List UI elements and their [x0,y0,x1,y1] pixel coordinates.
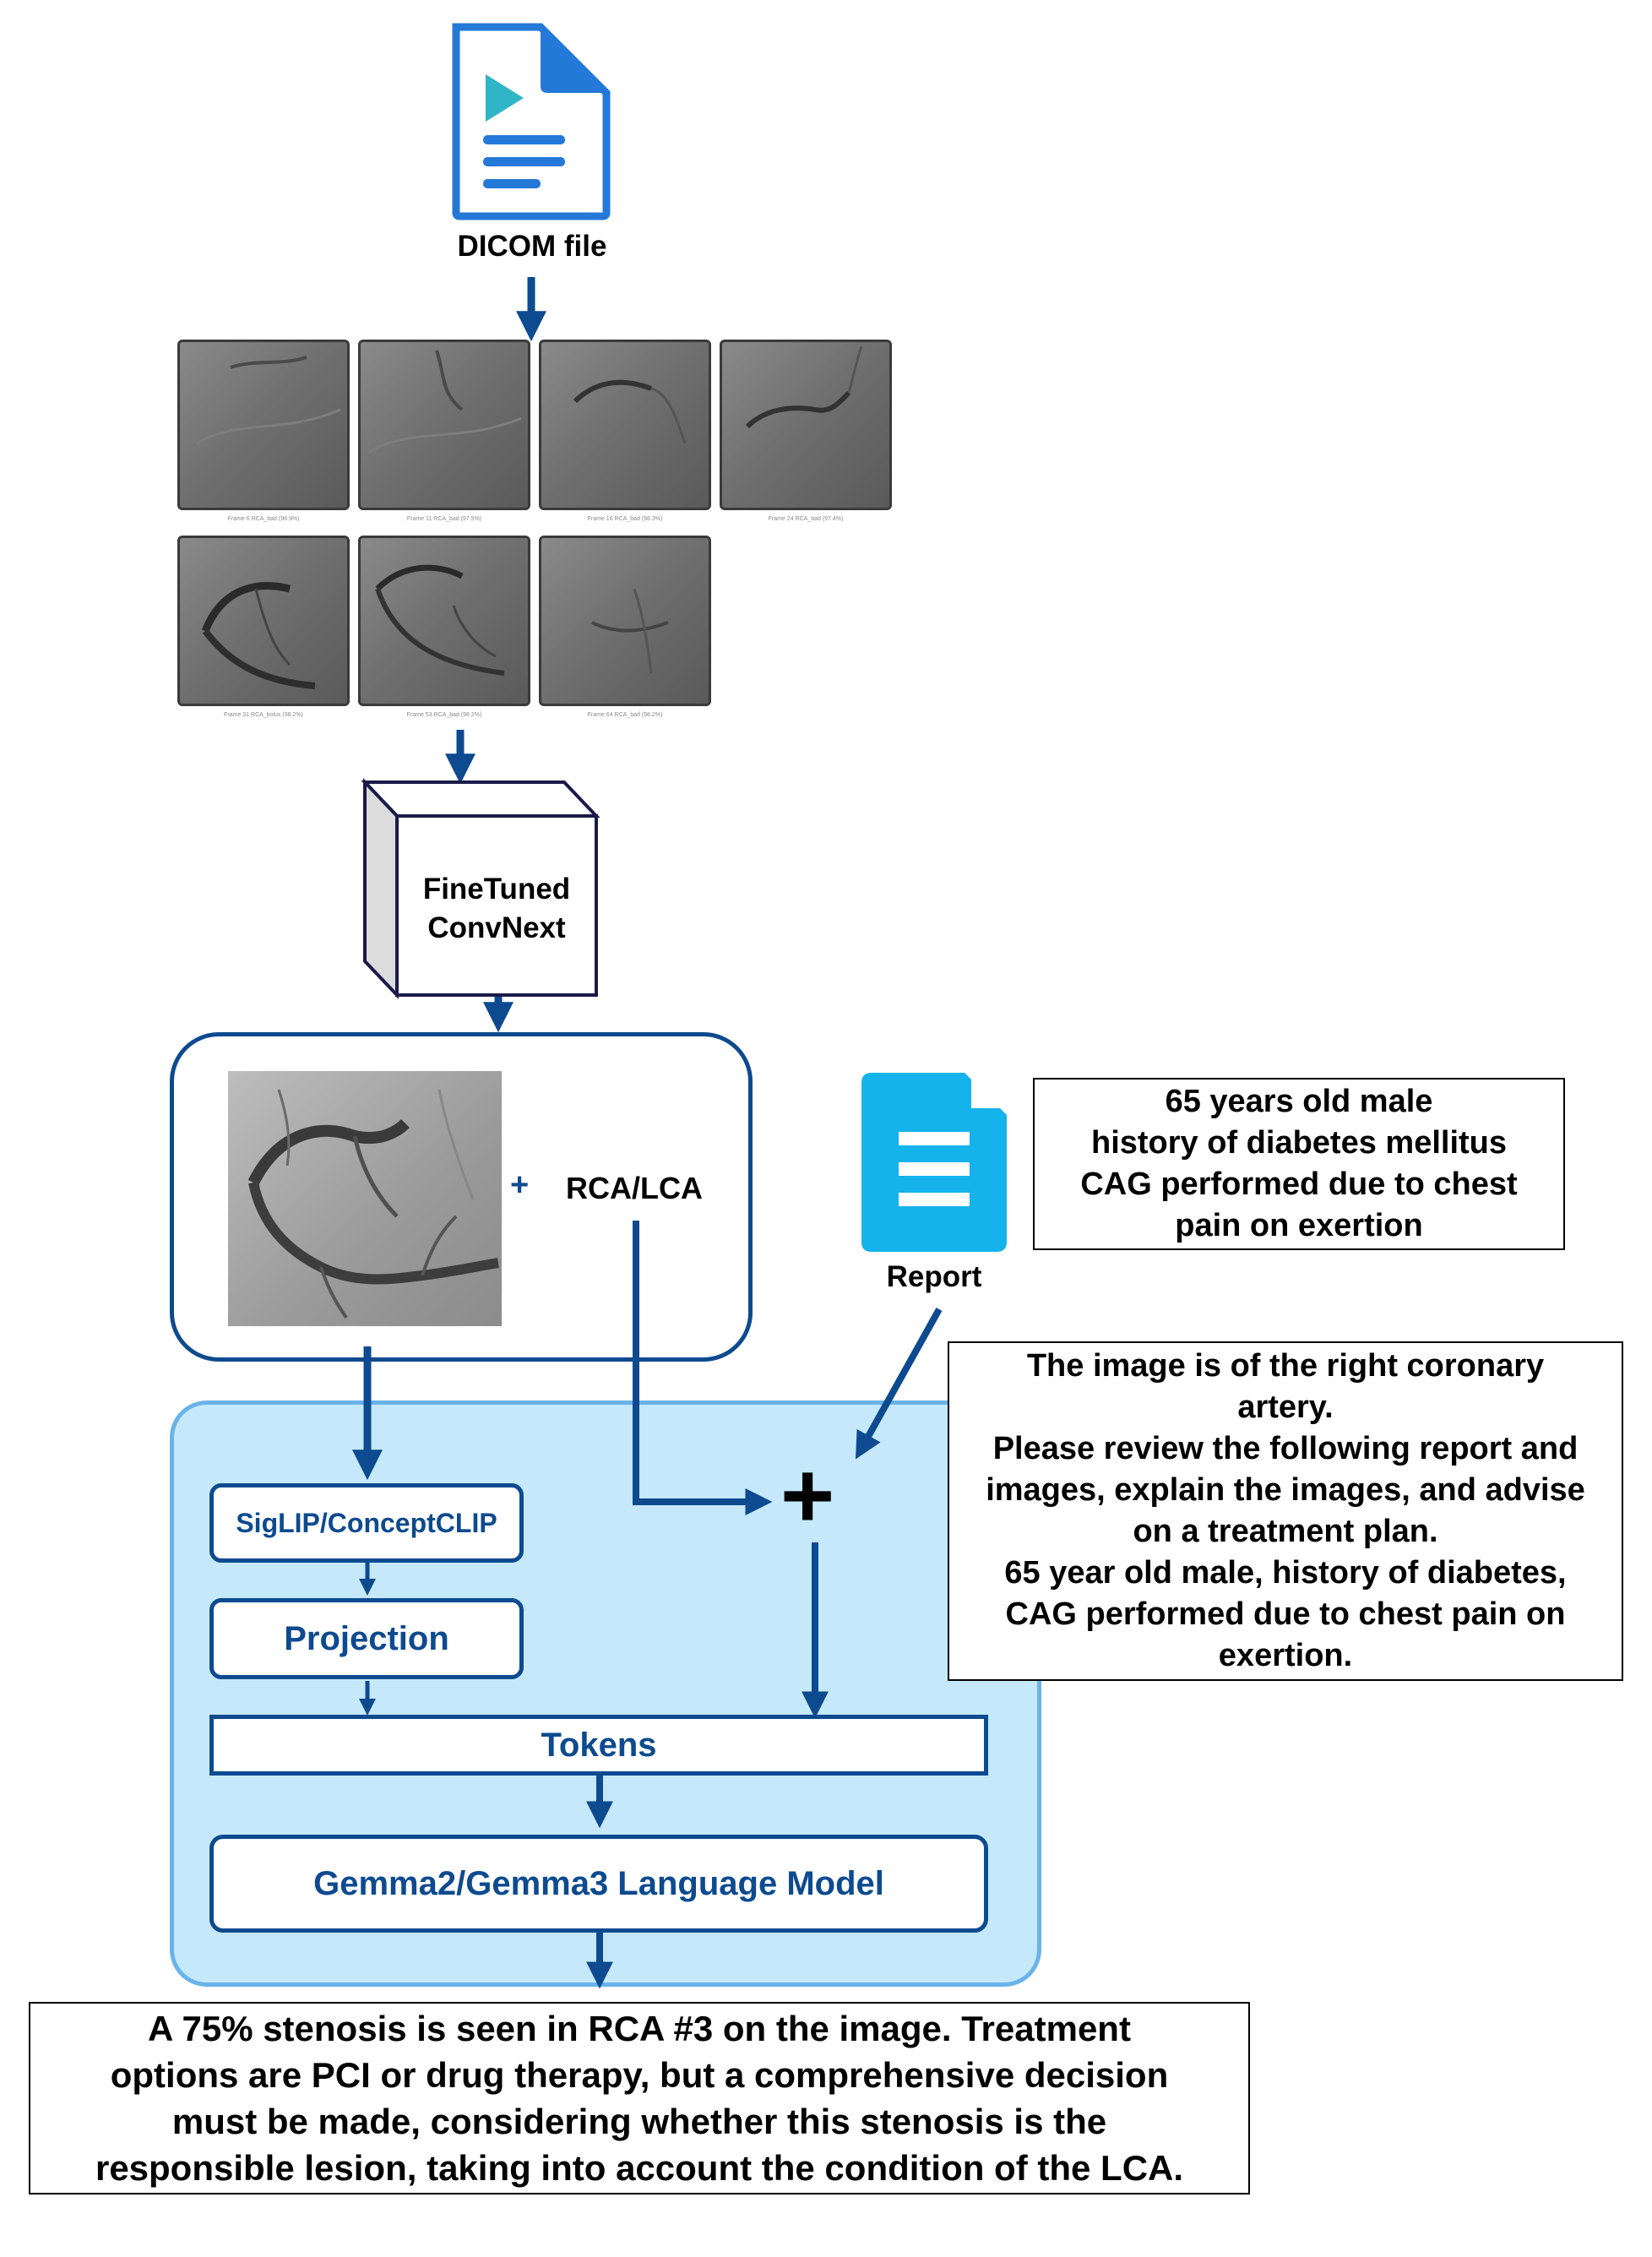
video-document-icon [452,23,611,220]
frame-thumbnail [720,340,892,510]
frame-caption: Frame 31 RCA_bolus (98.2%) [224,712,303,718]
arrow-report-to-merge [855,1308,943,1460]
frame-caption: Frame 64 RCA_bad (98.2%) [587,712,663,718]
prompt-line: images, explain the images, and advise [986,1472,1585,1508]
report-label: Report [886,1260,982,1293]
patient-line: CAG performed due to chest [1080,1167,1518,1202]
plus-sign: + [510,1167,530,1203]
patient-line: pain on exertion [1175,1208,1423,1243]
patient-line: 65 years old male [1165,1084,1433,1119]
frame-caption: Frame 24 RCA_bad (97.4%) [768,516,844,522]
prompt-line: artery. [1237,1390,1334,1425]
projection-box: Projection [209,1598,524,1679]
frame-thumbnail [358,536,530,706]
arrow-rca-lca-to-merge [633,1221,773,1515]
selected-angiogram-image [228,1071,502,1326]
output-line: responsible lesion, taking into account … [95,2148,1184,2188]
llm-box: Gemma2/Gemma3 Language Model [209,1835,988,1933]
prompt-line: Please review the following report and [992,1431,1579,1466]
prompt-line: The image is of the right coronary [1026,1348,1545,1384]
frame-thumbnail [358,340,530,510]
output-line: options are PCI or drug therapy, but a c… [110,2055,1169,2095]
convnext-line-2: ConvNext [427,911,566,944]
convnext-line-1: FineTuned [422,873,571,906]
merge-plus-sign: + [780,1444,835,1547]
convnext-cube [361,777,600,1000]
frame-caption: Frame 11 RCA_bad (97.5%) [406,516,482,522]
encoder-box: SigLIP/ConceptCLIP [209,1483,524,1563]
frame-thumbnail [539,536,711,706]
prompt-line: exertion. [1218,1638,1353,1673]
frame-caption: Frame 6 RCA_bad (98.9%) [227,516,300,522]
frame-thumbnail [539,340,711,510]
output-line: A 75% stenosis is seen in RCA #3 on the … [148,2009,1131,2048]
report-document-icon [861,1073,1007,1252]
prompt-line: CAG performed due to chest pain on [1005,1596,1566,1632]
output-line: must be made, considering whether this s… [171,2102,1107,2141]
output-box: A 75% stenosis is seen in RCA #3 on the … [29,2002,1250,2194]
convnext-label: FineTuned ConvNext [397,870,596,948]
frame-thumbnail [177,340,350,510]
patient-line: history of diabetes mellitus [1091,1125,1507,1161]
frame-caption: Frame 53 RCA_bad (98.2%) [406,712,482,718]
prompt-box: The image is of the right coronary arter… [948,1341,1623,1681]
frame-thumbnail [177,536,350,706]
tokens-box: Tokens [209,1715,988,1776]
rca-lca-label: RCA/LCA [566,1171,703,1205]
dicom-label: DICOM file [457,230,607,263]
prompt-line: 65 year old male, history of diabetes, [1004,1555,1567,1591]
prompt-line: on a treatment plan. [1133,1514,1438,1549]
patient-info-box: 65 years old male history of diabetes me… [1033,1078,1565,1250]
frame-caption: Frame 16 RCA_bad (98.3%) [587,516,663,522]
